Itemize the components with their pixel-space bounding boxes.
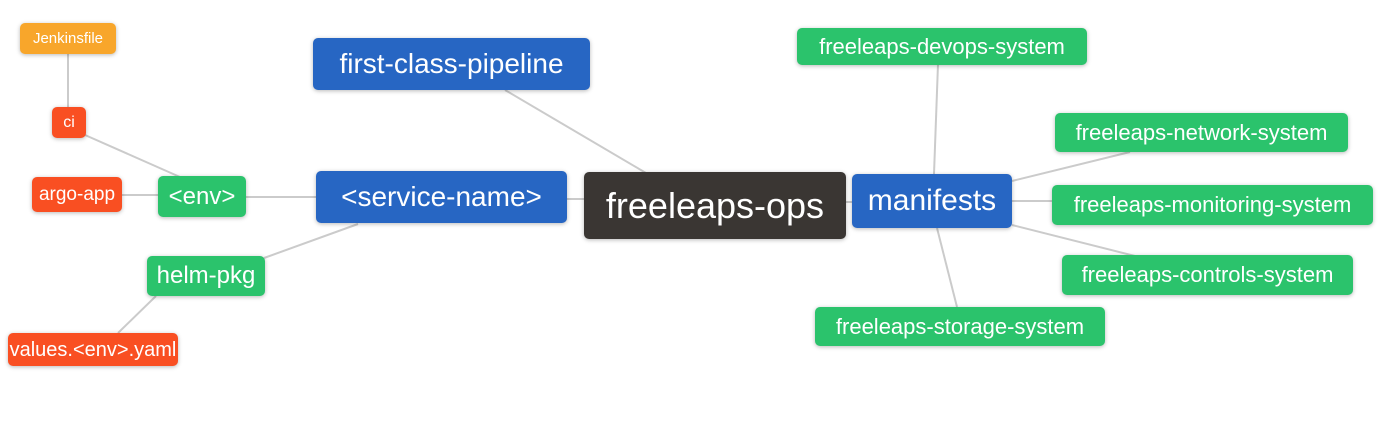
edge-manifests-to-freeleaps-network-system — [1011, 151, 1131, 182]
mindmap-node-freeleaps-controls-system[interactable]: freeleaps-controls-system — [1062, 255, 1353, 295]
edge-manifests-to-freeleaps-devops-system — [933, 63, 939, 175]
mindmap-node-argo-app[interactable]: argo-app — [32, 177, 122, 212]
mindmap-node-ci[interactable]: ci — [52, 107, 86, 138]
mindmap-node-jenkinsfile[interactable]: Jenkinsfile — [20, 23, 116, 54]
edge-ci-to-env — [84, 134, 181, 178]
edge-first-class-pipeline-to-freeleaps-ops — [504, 89, 647, 174]
mindmap-node-env[interactable]: <env> — [158, 176, 246, 217]
mindmap-node-values-env-yaml[interactable]: values.<env>.yaml — [8, 333, 178, 366]
edge-values-env-yaml-to-helm-pkg — [117, 295, 157, 334]
edge-manifests-to-freeleaps-storage-system — [936, 227, 958, 308]
edge-helm-pkg-to-service-name — [263, 223, 359, 259]
mindmap-node-freeleaps-ops[interactable]: freeleaps-ops — [584, 172, 846, 239]
edge-manifests-to-freeleaps-controls-system — [1011, 224, 1136, 257]
mindmap-node-freeleaps-storage-system[interactable]: freeleaps-storage-system — [815, 307, 1105, 346]
mindmap-node-service-name[interactable]: <service-name> — [316, 171, 567, 223]
mindmap-node-freeleaps-monitoring-system[interactable]: freeleaps-monitoring-system — [1052, 185, 1373, 225]
mindmap-node-helm-pkg[interactable]: helm-pkg — [147, 256, 265, 296]
mindmap-node-manifests[interactable]: manifests — [852, 174, 1012, 228]
mindmap-node-freeleaps-devops-system[interactable]: freeleaps-devops-system — [797, 28, 1087, 65]
mindmap-node-first-class-pipeline[interactable]: first-class-pipeline — [313, 38, 590, 90]
mindmap-node-freeleaps-network-system[interactable]: freeleaps-network-system — [1055, 113, 1348, 152]
